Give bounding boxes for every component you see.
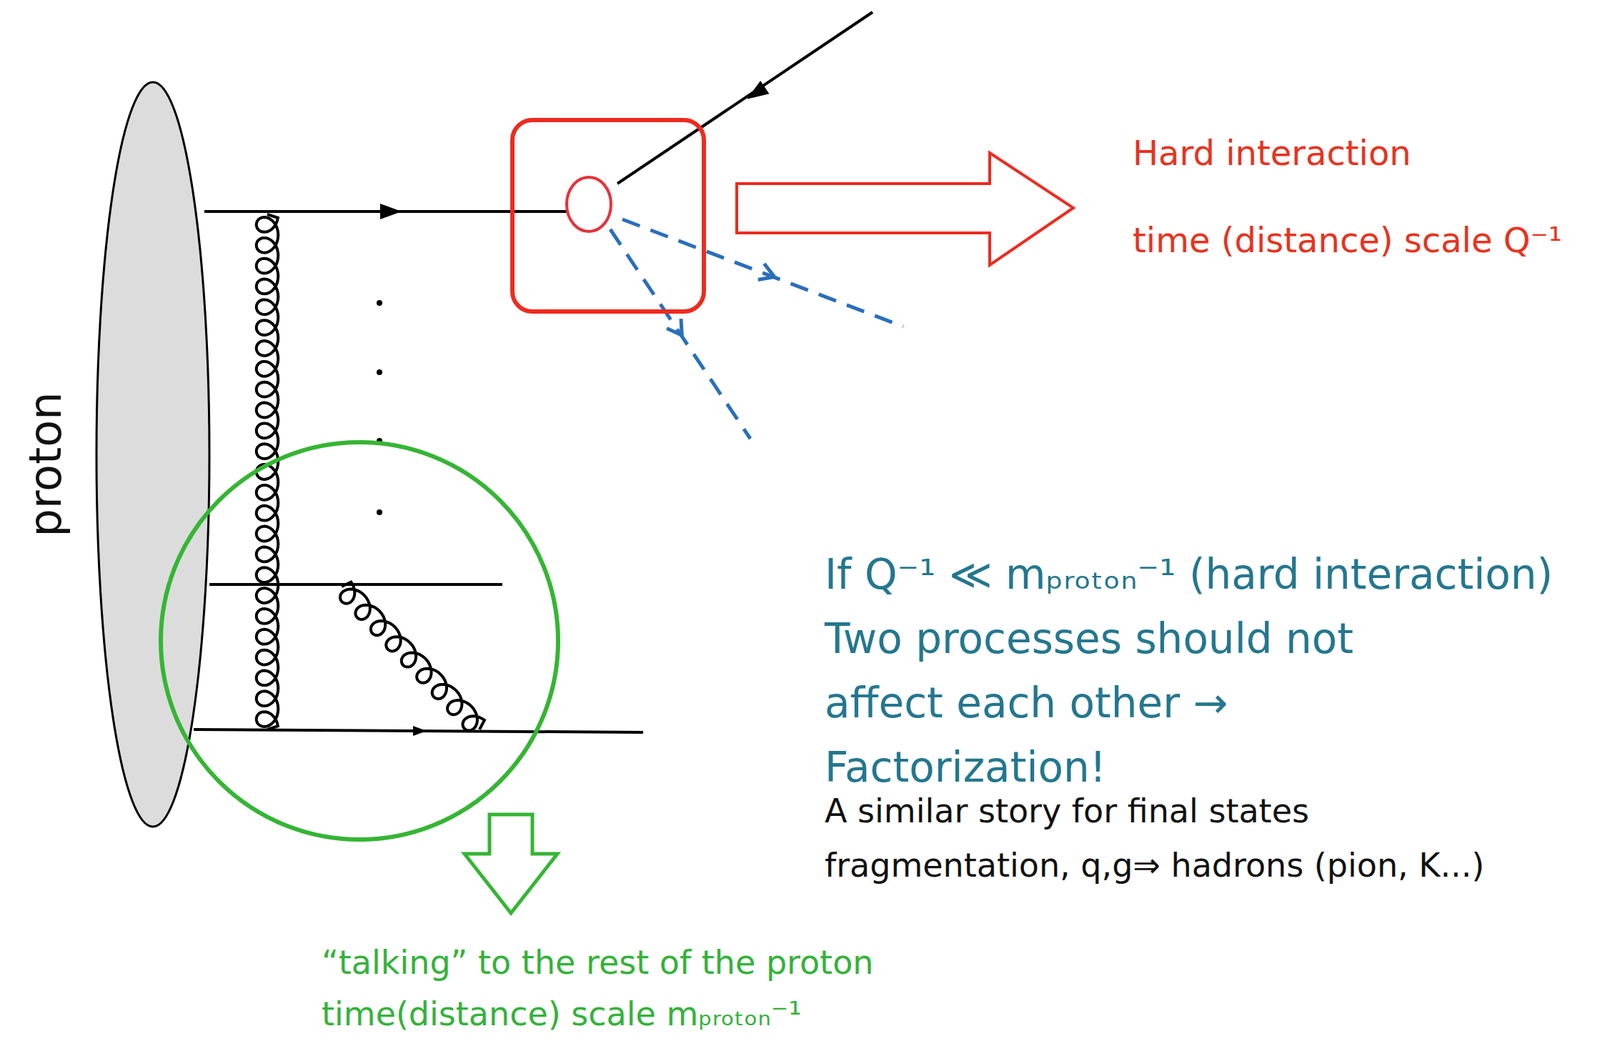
hard-scale: time (distance) scale Q⁻¹	[1132, 218, 1563, 262]
gluon-coil	[340, 582, 485, 732]
hollow-arrow	[464, 814, 558, 914]
quark-line	[209, 583, 503, 586]
arrowhead	[758, 263, 778, 286]
dot	[376, 369, 383, 376]
arrowhead	[742, 80, 769, 106]
vertex-circle	[566, 177, 611, 232]
fragmentation-note: A similar story for final states	[824, 787, 1310, 835]
arrowhead	[413, 726, 427, 737]
dot	[376, 300, 383, 306]
fragmentation-note: fragmentation, q,g⇒ hadrons (pion, K...)	[824, 841, 1485, 889]
hard-title: Hard interaction	[1132, 131, 1412, 175]
factorization-note: If Q⁻¹ ≪ mₚᵣₒₜₒₙ⁻¹ (hard interaction)	[824, 542, 1553, 607]
hard-box	[512, 120, 704, 312]
soft-note: time(distance) scale mₚᵣₒₜₒₙ⁻¹	[321, 993, 802, 1035]
quark-line	[617, 12, 873, 184]
arrowhead	[666, 318, 689, 341]
hollow-arrow	[736, 152, 1074, 266]
soft-note: “talking” to the rest of the proton	[321, 941, 874, 984]
soft-circle	[160, 442, 559, 840]
proton-label: proton	[17, 392, 74, 538]
factorization-note: Two processes should not affect each oth…	[824, 606, 1472, 800]
dashed-line	[610, 229, 751, 439]
gluon-coil	[256, 214, 279, 730]
proton-ellipse	[96, 82, 210, 827]
dot	[376, 509, 383, 516]
arrowhead	[380, 203, 402, 220]
